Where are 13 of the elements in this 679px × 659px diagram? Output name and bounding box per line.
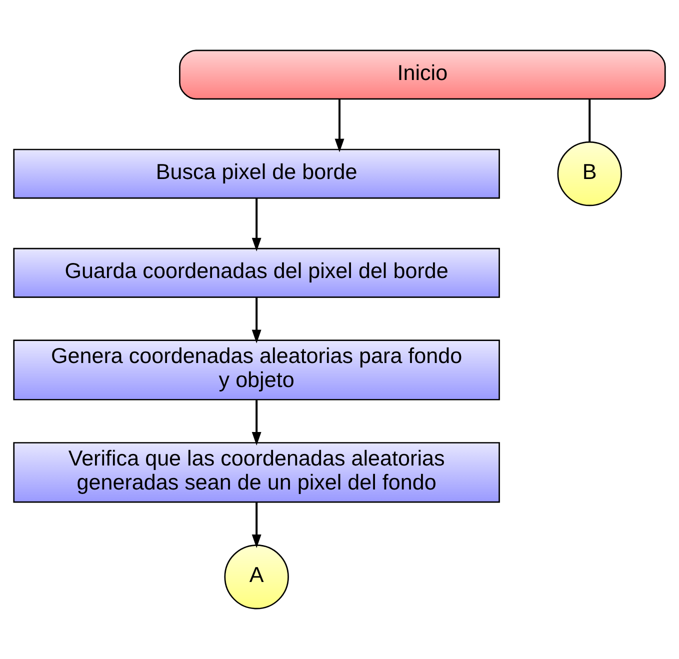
node-box: Inicio <box>179 50 666 100</box>
node-circle: A <box>224 544 289 610</box>
arrow <box>334 99 344 152</box>
arrow <box>252 297 262 344</box>
node-circle: B <box>557 141 622 206</box>
node-box: Verifica que las coordenadas aleatorias generadas sean de un pixel del fondo <box>13 442 500 503</box>
node-box: Busca pixel de borde <box>13 148 500 199</box>
node-box: Genera coordenadas aleatorias para fondo y objeto <box>13 340 500 400</box>
arrow <box>252 198 262 252</box>
connector <box>588 99 591 142</box>
arrow <box>252 400 262 446</box>
arrow <box>252 502 262 548</box>
node-box: Guarda coordenadas del pixel del borde <box>13 248 500 298</box>
